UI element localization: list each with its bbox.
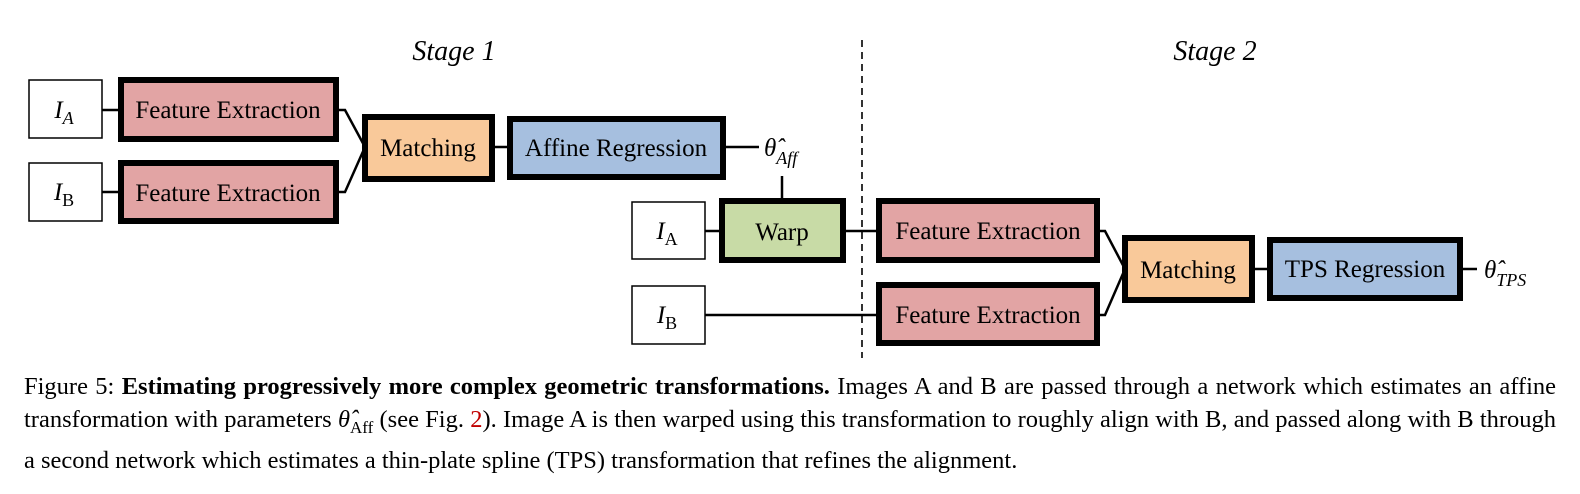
input-a-box xyxy=(631,201,706,260)
feature-extraction-label: Feature Extraction xyxy=(895,218,1081,245)
figure-reference-link[interactable]: 2 xyxy=(470,406,483,433)
caption-text: ). Image A is then warped using this tra… xyxy=(24,406,1557,474)
feature-extraction-label: Feature Extraction xyxy=(135,180,321,207)
feature-extraction-box xyxy=(118,77,339,142)
tps-regression-box xyxy=(1267,237,1463,301)
figure-caption: Figure 5: Estimating progressively more … xyxy=(24,370,1556,477)
warp-box xyxy=(719,198,846,263)
input-a-label: IA xyxy=(655,218,677,249)
theta-aff-subscript: Aff xyxy=(349,417,374,437)
caption-text: Images A and B are passed through a netw… xyxy=(24,373,1557,433)
theta-aff-symbol: θ̂ xyxy=(337,406,350,433)
matching-label: Matching xyxy=(380,135,476,162)
feature-extraction-box xyxy=(118,160,339,224)
input-b-label: IB xyxy=(53,179,74,210)
affine-regression-box xyxy=(507,116,726,180)
theta-tps-output: θ̂TPS xyxy=(1484,257,1526,290)
feature-extraction-label: Feature Extraction xyxy=(895,302,1081,329)
feature-extraction-label: Feature Extraction xyxy=(135,97,321,124)
theta-aff-output: θ̂Aff xyxy=(764,135,800,168)
figure-label: Figure 5: xyxy=(24,373,115,400)
input-b-box xyxy=(28,162,103,222)
warp-label: Warp xyxy=(755,219,809,246)
matching-label: Matching xyxy=(1140,257,1236,284)
matching-box xyxy=(1122,235,1255,303)
stage-2-label: Stage 2 xyxy=(1173,36,1256,67)
feature-extraction-box xyxy=(876,282,1100,346)
input-b-box xyxy=(631,285,706,345)
caption-title: Estimating progressively more complex ge… xyxy=(121,373,830,400)
caption-text: (see Fig. xyxy=(379,406,464,433)
input-a-label: IA xyxy=(53,97,74,128)
feature-extraction-box xyxy=(876,198,1100,263)
matching-box xyxy=(362,114,495,182)
affine-regression-label: Affine Regression xyxy=(525,135,708,162)
stage-1-label: Stage 1 xyxy=(412,36,495,67)
input-a-box xyxy=(28,79,103,139)
input-b-label: IB xyxy=(656,302,677,333)
pipeline-diagram: Stage 1 Stage 2 IA IB Feature Extraction… xyxy=(28,36,1526,358)
tps-regression-label: TPS Regression xyxy=(1285,256,1446,283)
